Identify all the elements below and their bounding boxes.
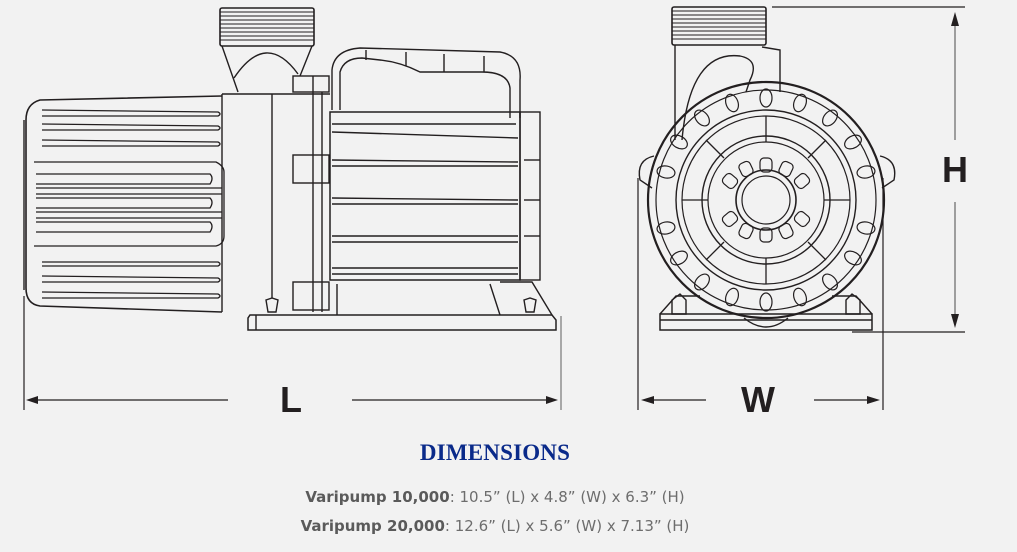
- front-outlet: [671, 6, 781, 141]
- front-view: [638, 6, 896, 331]
- front-base: [659, 293, 873, 331]
- separator: :: [444, 517, 450, 535]
- pump-drawing: [23, 6, 965, 410]
- dimensions-title: DIMENSIONS: [419, 440, 571, 465]
- height-label: H: [942, 149, 968, 190]
- width-label: W: [741, 379, 775, 420]
- side-base: [247, 281, 557, 331]
- motor-housing: [23, 93, 330, 313]
- flange: [292, 75, 330, 312]
- handle: [331, 47, 521, 118]
- model-dimensions: 12.6” (L) x 5.6” (W) x 7.13” (H): [449, 517, 690, 535]
- spec-row-varipump-10000: Varipump 10,000: 10.5” (L) x 4.8” (W) x …: [0, 488, 990, 506]
- length-label: L: [280, 379, 302, 420]
- separator: :: [449, 488, 455, 506]
- spec-row-varipump-20000: Varipump 20,000: 12.6” (L) x 5.6” (W) x …: [0, 517, 990, 535]
- model-name: Varipump 20,000: [300, 517, 445, 535]
- pump-body: [329, 111, 541, 281]
- dimension-lines: [23, 6, 965, 410]
- model-dimensions: 10.5” (L) x 4.8” (W) x 6.3” (H): [454, 488, 685, 506]
- outlet-thread: [219, 7, 315, 93]
- model-name: Varipump 10,000: [305, 488, 450, 506]
- impeller-cover: [646, 80, 886, 320]
- side-view: [23, 7, 557, 331]
